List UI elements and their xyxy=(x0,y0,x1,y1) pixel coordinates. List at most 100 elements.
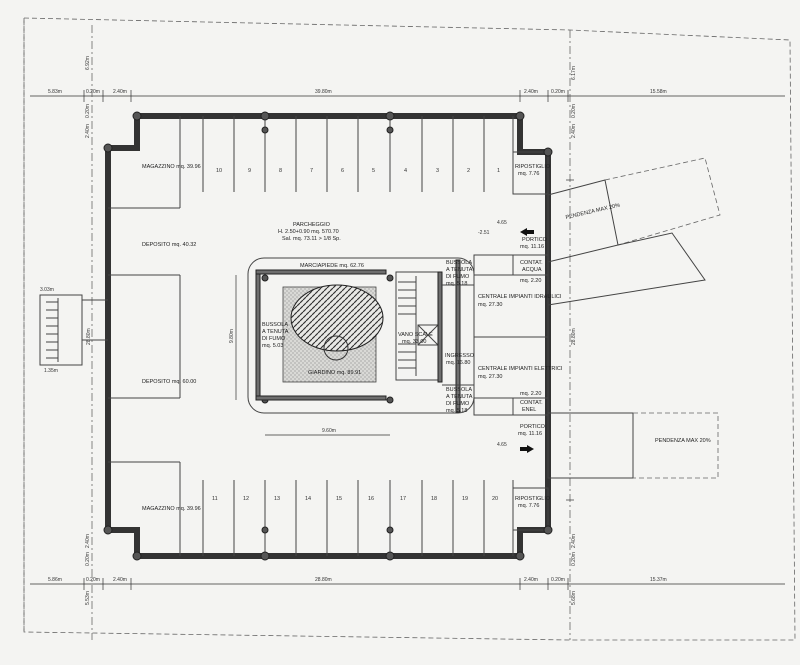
label-bussola-top-3: DI FUMO xyxy=(446,274,470,280)
columns xyxy=(103,111,553,561)
label-bussola-left-4: mq. 5.03 xyxy=(262,343,283,349)
label-bussola-bot-3: DI FUMO xyxy=(446,401,470,407)
dim-stair-w: 3.03m xyxy=(40,287,54,293)
room-labels: MAGAZZINO mq. 39.96 DEPOSITO mq. 40.32 D… xyxy=(142,164,711,512)
arrow-icon xyxy=(520,228,534,453)
label-contat-acqua-2: ACQUA xyxy=(522,267,542,273)
dim-top-d: 0.20m xyxy=(551,89,565,95)
space-13: 13 xyxy=(274,496,280,502)
label-portico-bot-1: PORTICO xyxy=(520,424,546,430)
dim-v-bot-right-b: 0.20m xyxy=(571,552,577,566)
dim-right-total: 28.80m xyxy=(571,328,577,345)
bottom-dimension-line: 5.86m 0.20m 2.40m 28.80m 2.40m 0.20m 15.… xyxy=(30,577,785,590)
space-4: 4 xyxy=(404,168,407,174)
inner-dimensions: 9.80m 9.60m xyxy=(229,275,390,436)
label-portico-bot-2: mq. 11.16 xyxy=(518,431,542,437)
dim-bot-c: 2.40m xyxy=(524,577,538,583)
level-bot: 4.65 xyxy=(497,442,507,448)
space-3: 3 xyxy=(436,168,439,174)
label-deposito-top: DEPOSITO mq. 40.32 xyxy=(142,242,196,248)
dim-bot-left: 5.86m xyxy=(48,577,62,583)
label-portico-top-2: mq. 11.16 xyxy=(520,244,544,250)
space-14: 14 xyxy=(305,496,311,502)
dim-bot-b: 2.40m xyxy=(113,577,127,583)
dim-stair-h: 28.80m xyxy=(86,328,92,345)
dim-v-bot-left-a: 2.40m xyxy=(85,534,91,548)
dim-v-right-a: 0.20m xyxy=(571,104,577,118)
dim-bot-right: 15.37m xyxy=(650,577,667,583)
label-contat-acqua-1: CONTAT. xyxy=(520,260,543,266)
label-pendenza-bot: PENDENZA MAX 20% xyxy=(655,438,711,444)
dim-v-bot-left-b: 0.20m xyxy=(85,552,91,566)
space-17: 17 xyxy=(400,496,406,502)
dim-v-top-left: 6.92m xyxy=(85,56,91,70)
label-marciapiede: MARCIAPIEDE mq. 62.76 xyxy=(300,263,364,269)
label-deposito-bot: DEPOSITO mq. 60.00 xyxy=(142,379,196,385)
dim-top-left: 5.83m xyxy=(48,89,62,95)
label-parcheggio-h: H. 2.50+0.90 mq. 570.70 xyxy=(278,229,339,235)
label-contat-acqua-3: mq. 2.20 xyxy=(520,278,541,284)
dim-v-right-b: 2.40m xyxy=(571,124,577,138)
label-giardino: GIARDINO mq. 89.91 xyxy=(308,370,361,376)
dim-top-mid: 39.80m xyxy=(315,89,332,95)
dim-v-top-right: 6.17m xyxy=(571,66,577,80)
vertical-dimension-lines: 6.92m 6.17m 0.20m 2.40m 0.20m 2.40m 2.40… xyxy=(85,25,577,640)
dim-top-c: 2.40m xyxy=(524,89,538,95)
space-16: 16 xyxy=(368,496,374,502)
parking-bays-bottom: 11 12 13 14 15 16 17 18 19 20 xyxy=(202,480,514,556)
level-top: 4.65 xyxy=(497,220,507,226)
stair-treads xyxy=(398,276,417,376)
space-15: 15 xyxy=(336,496,342,502)
label-bussola-top-2: A TENUTA xyxy=(446,267,473,273)
space-9: 9 xyxy=(248,168,251,174)
space-7: 7 xyxy=(310,168,313,174)
dim-top-right: 15.58m xyxy=(650,89,667,95)
label-bussola-bot-4: mq. 5.18 xyxy=(446,408,467,414)
dim-bot-mid: 28.80m xyxy=(315,577,332,583)
label-ripostiglio-bot-2: mq. 7.76 xyxy=(518,503,539,509)
dim-v-bot-left: 5.53m xyxy=(85,591,91,605)
dim-bot-d: 0.20m xyxy=(551,577,565,583)
label-bussola-left-1: BUSSOLA xyxy=(262,322,288,328)
label-contat-enel-1: CONTAT. xyxy=(520,400,543,406)
dim-v-left-b: 2.40m xyxy=(85,124,91,138)
label-bussola-top-4: mq. 5.18 xyxy=(446,281,467,287)
label-bussola-bot-2: A TENUTA xyxy=(446,394,473,400)
label-vano-scale-1: VANO SCALE xyxy=(398,332,433,338)
dim-v-bot-right-a: 2.40m xyxy=(571,534,577,548)
label-magazzino-top: MAGAZZINO mq. 39.96 xyxy=(142,164,201,170)
space-12: 12 xyxy=(243,496,249,502)
ramp-top xyxy=(547,157,721,306)
label-elettrici-1: CENTRALE IMPIANTI ELETTRICI xyxy=(478,366,563,372)
label-parcheggio-sal: Sal. mq. 73.11 > 1/8 Sp. xyxy=(282,236,341,242)
dim-center-h: 9.80m xyxy=(229,329,235,343)
label-idraulici-2: mq. 27.30 xyxy=(478,302,502,308)
dim-v-left-a: 0.20m xyxy=(85,104,91,118)
label-elettrici-2: mq. 27.30 xyxy=(478,374,502,380)
label-bussola-bot-1: BUSSOLA xyxy=(446,387,472,393)
space-11: 11 xyxy=(212,496,218,502)
label-ripostiglio-top-2: mq. 7.76 xyxy=(518,171,539,177)
dim-center-w: 9.60m xyxy=(322,428,336,434)
dim-top-b: 2.40m xyxy=(113,89,127,95)
label-bussola-left-2: A TENUTA xyxy=(262,329,289,335)
label-ingresso-2: mq. 16.80 xyxy=(446,360,470,366)
parking-bays-top: 10 9 8 7 6 5 4 3 2 1 xyxy=(202,116,514,192)
space-1: 1 xyxy=(497,168,500,174)
label-bussola-left-3: DI FUMO xyxy=(262,336,286,342)
space-20: 20 xyxy=(492,496,498,502)
tree-canopy xyxy=(290,284,384,361)
central-island xyxy=(247,257,475,414)
label-ingresso-1: INGRESSO xyxy=(445,353,475,359)
dim-top-a: 0.20m xyxy=(86,89,100,95)
space-5: 5 xyxy=(372,168,375,174)
label-magazzino-bot: MAGAZZINO mq. 39.96 xyxy=(142,506,201,512)
dim-v-bot-right: 5.68m xyxy=(571,591,577,605)
space-10: 10 xyxy=(216,168,222,174)
top-dimension-line: 5.83m 0.20m 2.40m 39.80m 2.40m 0.20m 15.… xyxy=(30,89,785,102)
label-contat-enel-3: mq. 2.20 xyxy=(520,391,541,397)
label-contat-enel-2: ENEL xyxy=(522,407,536,413)
label-ripostiglio-top-1: RIPOSTIGLIO xyxy=(515,164,551,170)
label-parcheggio: PARCHEGGIO xyxy=(293,222,331,228)
